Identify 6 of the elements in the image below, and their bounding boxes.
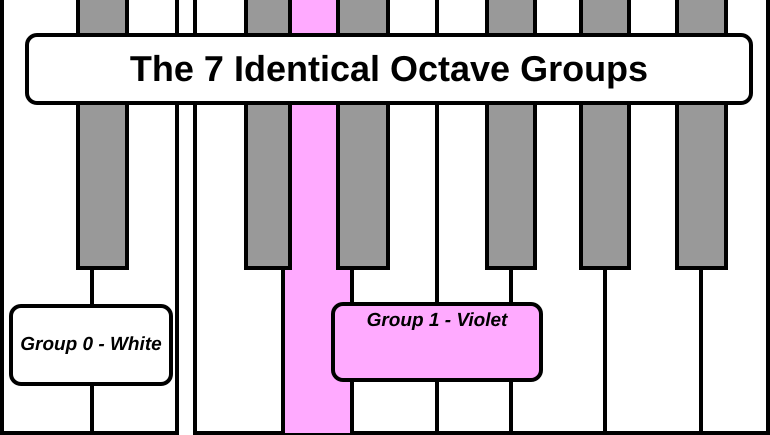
title-text: The 7 Identical Octave Groups xyxy=(130,48,648,90)
group-label-box xyxy=(331,302,543,382)
group-label: Group 0 - White xyxy=(20,334,162,356)
group-label-box xyxy=(9,304,173,386)
title-box xyxy=(25,33,753,105)
group-label: Group 1 - Violet xyxy=(366,310,508,332)
